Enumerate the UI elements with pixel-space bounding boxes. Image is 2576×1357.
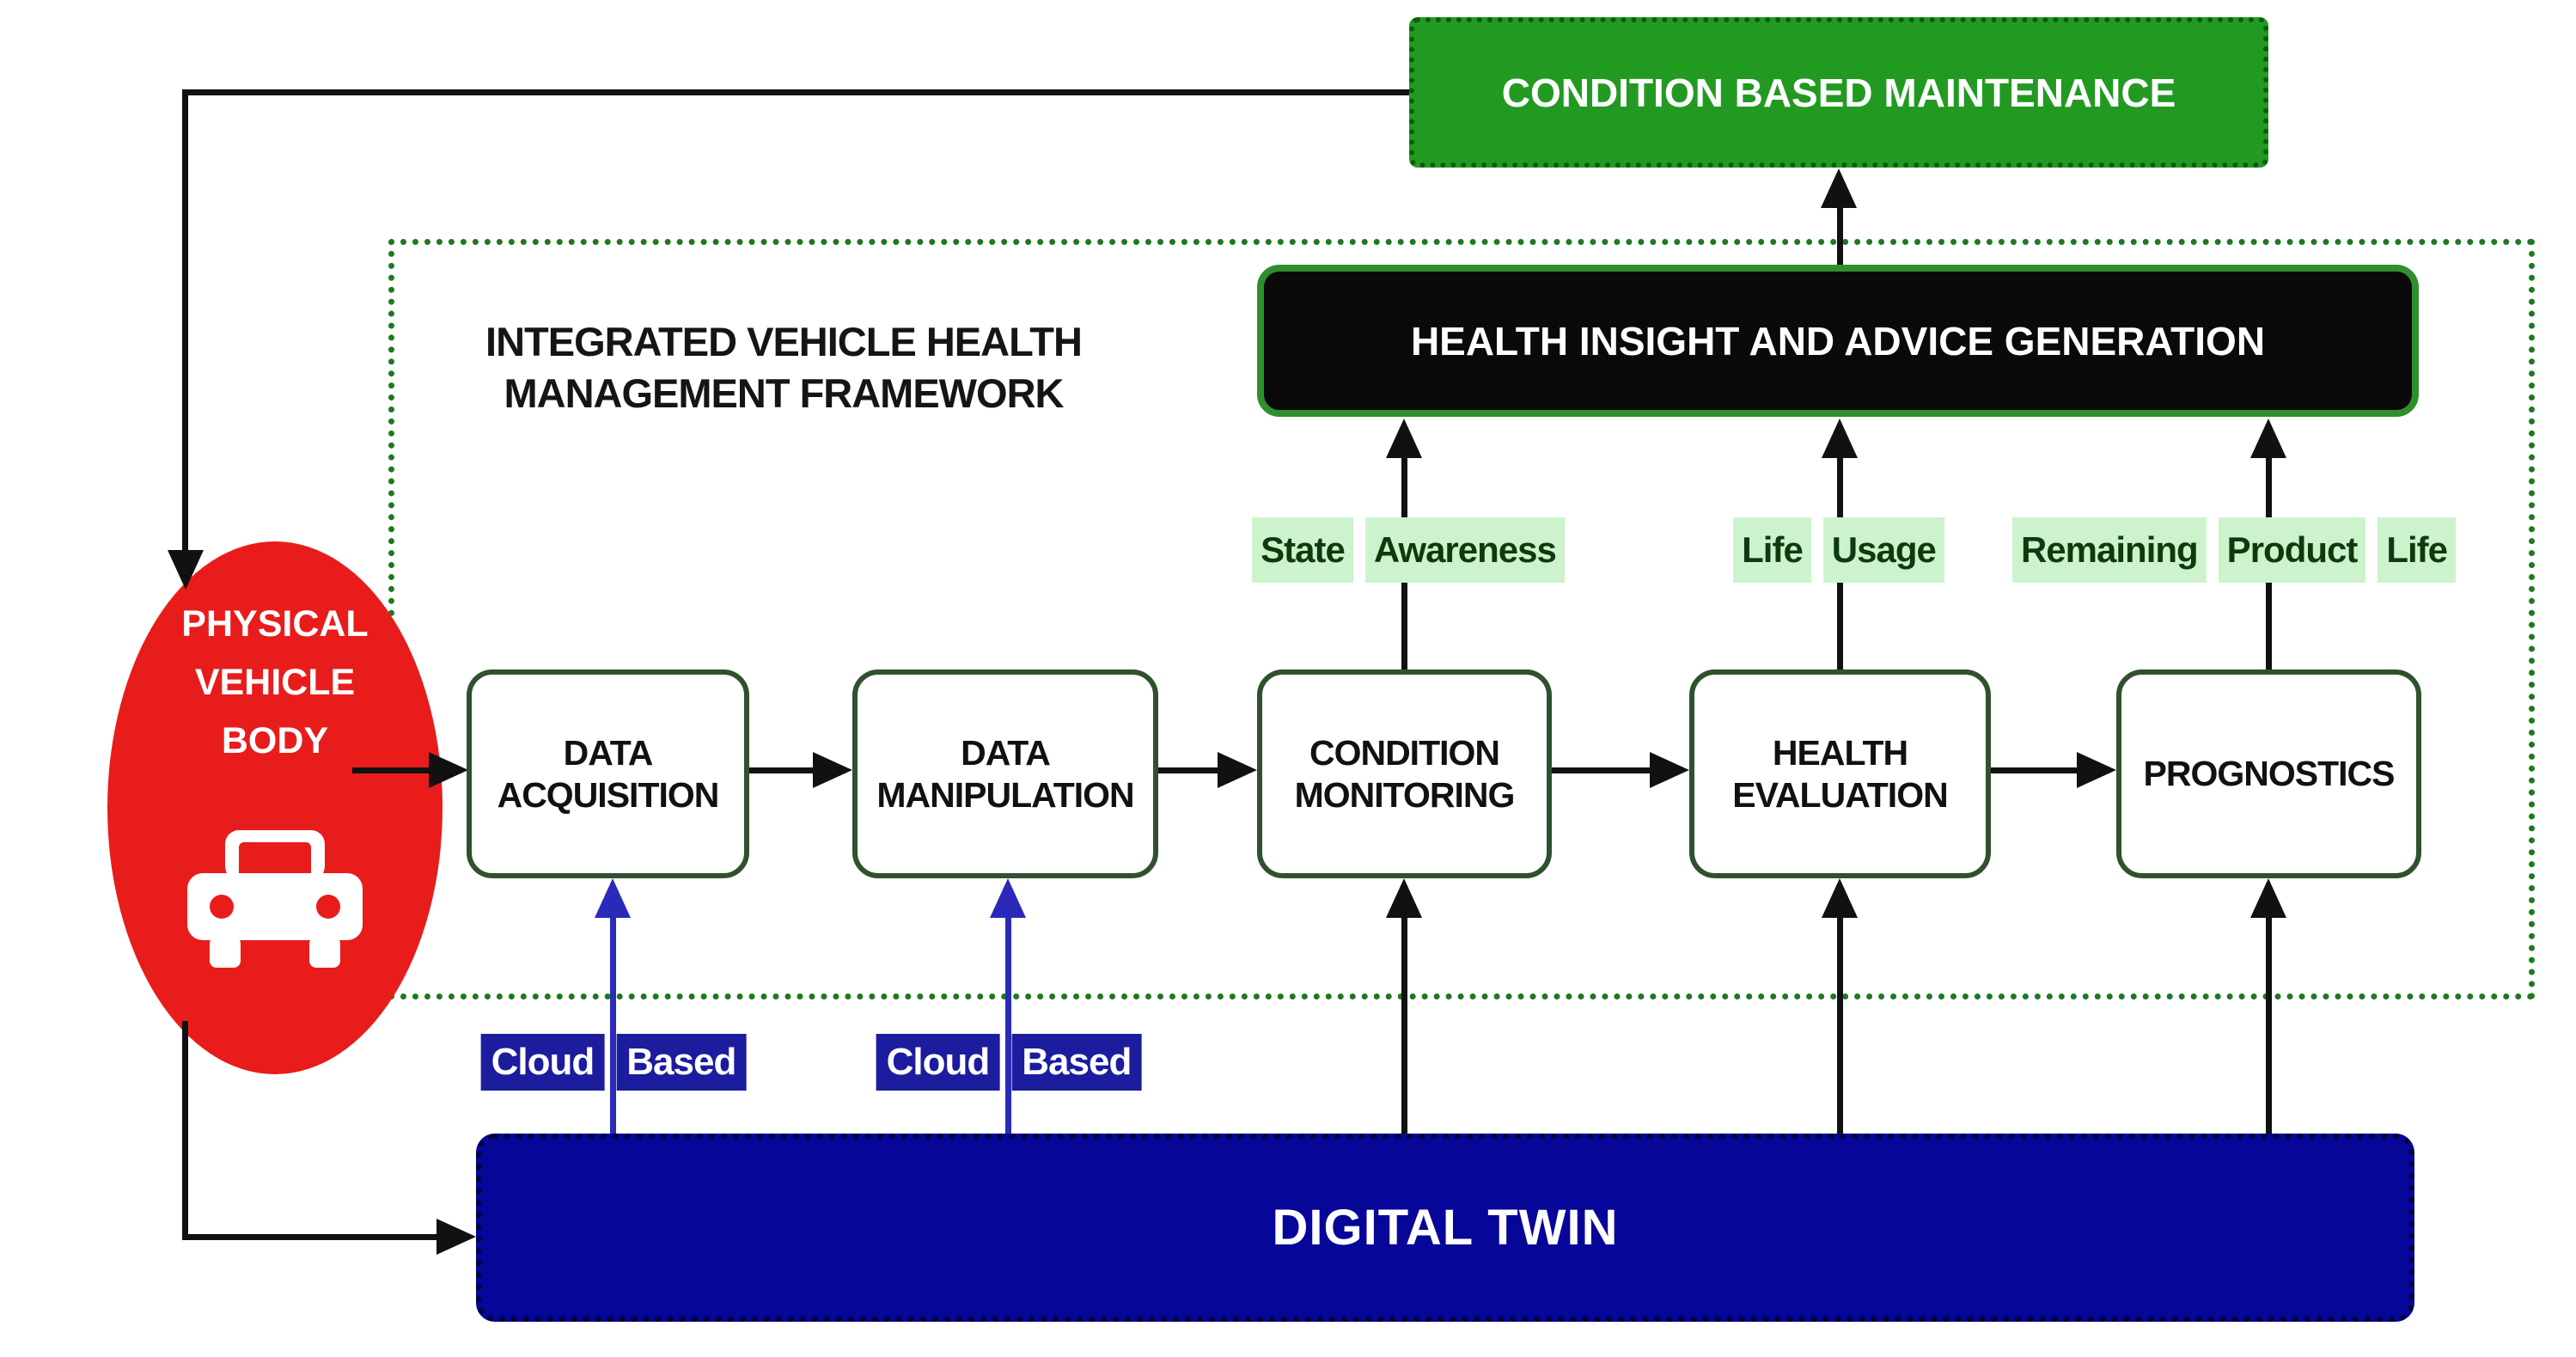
stage-label: PROGNOSTICS	[2143, 754, 2396, 794]
connector-dt-to-condition-monitoring	[1401, 916, 1407, 1134]
ivhm-framework-title: INTEGRATED VEHICLE HEALTH MANAGEMENT FRA…	[397, 316, 1170, 419]
stage-label: DATA ACQUISITION	[497, 733, 720, 815]
arrowhead-life-usage	[1822, 419, 1858, 458]
cloud-word: Based	[1011, 1034, 1142, 1091]
connector-dt-to-data-manipulation	[1005, 916, 1011, 1134]
ivhm-framework-title-line2: MANAGEMENT FRAMEWORK	[504, 370, 1065, 416]
cloud-word: Based	[616, 1034, 747, 1091]
output-word: Product	[2218, 517, 2366, 583]
arrowhead-remaining-product-life	[2250, 419, 2286, 458]
connector-acq-to-manip	[749, 767, 815, 773]
arrowhead-into-condition-monitoring-bottom	[1386, 878, 1422, 918]
connector-dt-to-data-acquisition	[610, 916, 616, 1134]
output-label-life-usage: Life Usage	[1733, 517, 1944, 583]
connector-dt-to-health-evaluation	[1837, 916, 1843, 1134]
stage-health-evaluation: HEALTH EVALUATION	[1689, 669, 1991, 878]
car-icon	[187, 830, 363, 968]
arrowhead-into-condition-monitoring	[1218, 752, 1257, 788]
stage-label: HEALTH EVALUATION	[1732, 733, 1948, 815]
arrowhead-into-health-evaluation-bottom	[1822, 878, 1858, 918]
arrowhead-blue-into-data-acquisition	[595, 878, 631, 918]
arrowhead-state-awareness	[1386, 419, 1422, 458]
cloud-based-label-1: Cloud Based	[480, 1034, 747, 1091]
output-word: Life	[2378, 517, 2457, 583]
stage-label: CONDITION MONITORING	[1294, 733, 1516, 815]
connector-manip-to-cond	[1158, 767, 1219, 773]
ivhm-framework-title-line1: INTEGRATED VEHICLE HEALTH	[485, 319, 1083, 364]
connector-cbm-to-pvb-horizontal	[182, 89, 1409, 95]
arrowhead-into-prognostics	[2077, 752, 2116, 788]
physical-vehicle-body-label: PHYSICAL VEHICLE BODY	[107, 595, 443, 770]
stage-condition-monitoring: CONDITION MONITORING	[1257, 669, 1552, 878]
arrowhead-into-data-manipulation	[813, 752, 852, 788]
digital-twin-box: DIGITAL TWIN	[476, 1134, 2414, 1322]
physical-vehicle-body-node: PHYSICAL VEHICLE BODY	[107, 541, 443, 1074]
output-word: Remaining	[2011, 517, 2207, 583]
output-word: Usage	[1822, 517, 1944, 583]
cloud-word: Cloud	[480, 1034, 605, 1091]
output-word: Life	[1733, 517, 1811, 583]
arrowhead-into-health-evaluation	[1650, 752, 1689, 788]
arrowhead-into-digital-twin	[436, 1219, 476, 1255]
cloud-word: Cloud	[876, 1034, 1000, 1091]
output-word: Awareness	[1364, 517, 1565, 583]
pvb-line1: PHYSICAL	[181, 603, 369, 645]
connector-cond-to-health	[1552, 767, 1651, 773]
stage-label: DATA MANIPULATION	[876, 733, 1134, 815]
pvb-line2: VEHICLE	[194, 662, 356, 703]
output-label-state-awareness: State Awareness	[1252, 517, 1565, 583]
connector-pvb-to-data-acquisition	[352, 767, 430, 773]
connector-health-to-prognostics	[1991, 767, 2079, 773]
connector-dt-to-prognostics	[2266, 916, 2272, 1134]
condition-based-maintenance-label: CONDITION BASED MAINTENANCE	[1501, 70, 2176, 115]
health-insight-box: HEALTH INSIGHT AND ADVICE GENERATION	[1257, 265, 2419, 417]
arrowhead-into-pvb	[168, 550, 204, 590]
stage-data-acquisition: DATA ACQUISITION	[467, 669, 749, 878]
condition-based-maintenance-box: CONDITION BASED MAINTENANCE	[1409, 17, 2268, 168]
stage-data-manipulation: DATA MANIPULATION	[852, 669, 1158, 878]
arrowhead-into-data-acquisition	[429, 752, 468, 788]
health-insight-label: HEALTH INSIGHT AND ADVICE GENERATION	[1410, 318, 2266, 364]
cloud-based-label-2: Cloud Based	[876, 1034, 1142, 1091]
stage-prognostics: PROGNOSTICS	[2116, 669, 2421, 878]
connector-pvb-to-dt-horizontal	[182, 1234, 436, 1240]
arrowhead-into-cbm	[1821, 168, 1857, 208]
arrowhead-blue-into-data-manipulation	[990, 878, 1026, 918]
output-word: State	[1252, 517, 1353, 583]
output-label-remaining-product-life: Remaining Product Life	[2011, 517, 2457, 583]
pvb-line3: BODY	[221, 720, 329, 761]
connector-pvb-to-dt-vertical	[182, 1021, 188, 1238]
connector-hiag-to-cbm	[1837, 206, 1843, 266]
connector-cbm-to-pvb-vertical	[182, 89, 188, 554]
digital-twin-label: DIGITAL TWIN	[1272, 1200, 1619, 1256]
arrowhead-into-prognostics-bottom	[2250, 878, 2286, 918]
